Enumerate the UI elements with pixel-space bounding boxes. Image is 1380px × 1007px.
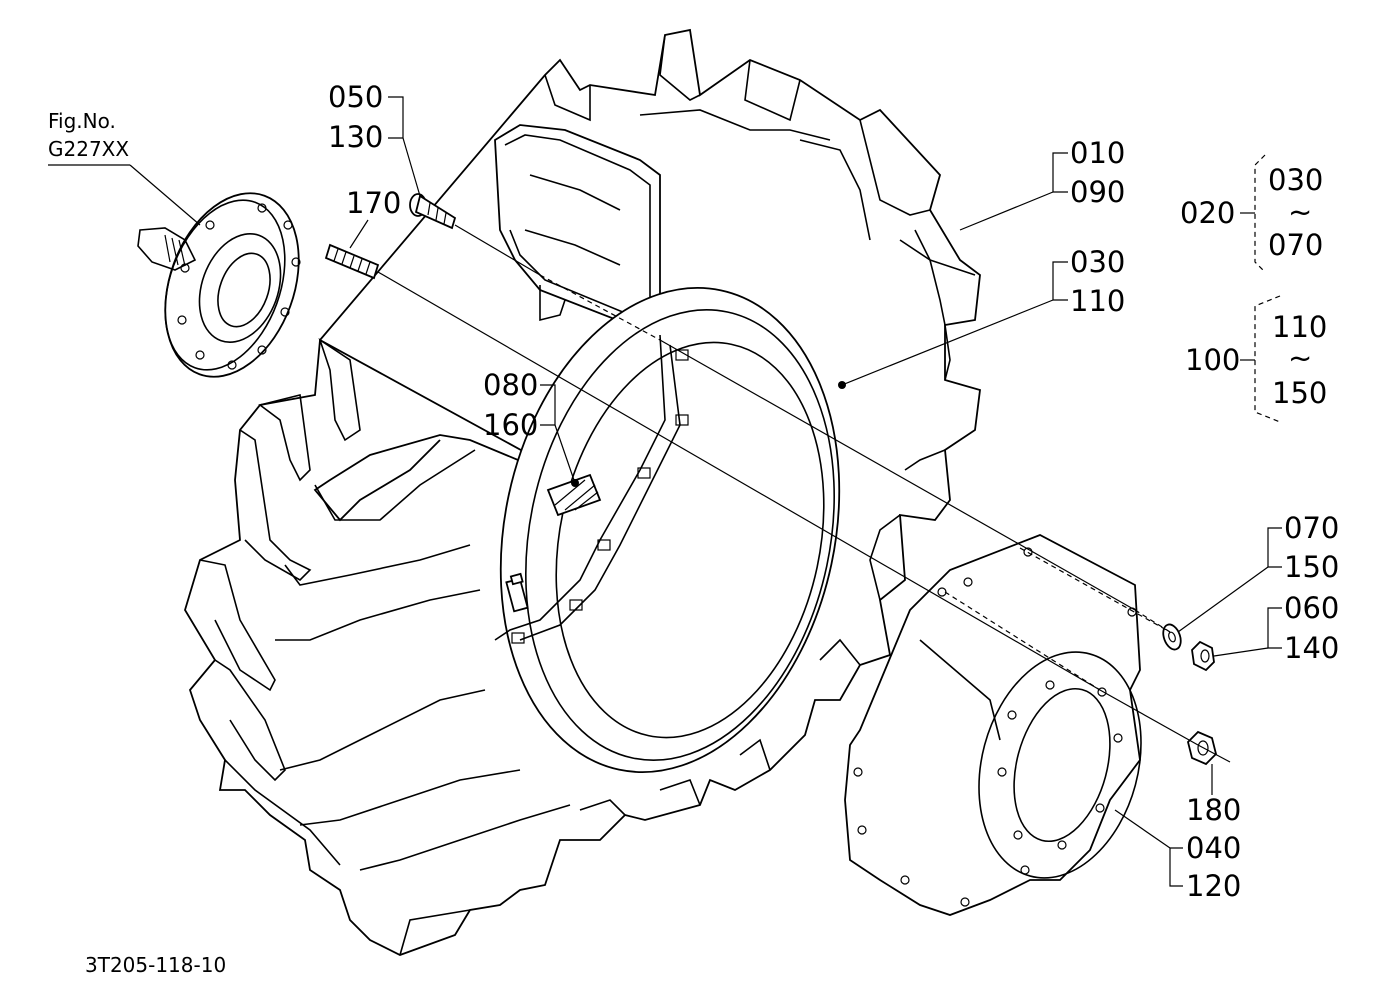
callout-170: 170 (346, 186, 401, 220)
fig-ref-line1: Fig.No. (48, 109, 116, 133)
callout-160: 160 (483, 408, 538, 442)
group-100-tilde: ~ (1288, 341, 1312, 375)
group-020-from: 030 (1268, 163, 1323, 197)
washer-070 (1162, 623, 1182, 651)
group-100-id: 100 (1185, 343, 1240, 377)
group-100-from: 110 (1272, 310, 1327, 344)
fig-ref-line2: G227XX (48, 137, 129, 161)
callout-030: 030 (1070, 245, 1125, 279)
callout-050: 050 (328, 80, 383, 114)
wheel-rim (494, 287, 846, 773)
callout-010: 010 (1070, 136, 1125, 170)
callout-130: 130 (328, 120, 383, 154)
callout-060: 060 (1284, 591, 1339, 625)
callout-180: 180 (1186, 793, 1241, 827)
callout-110: 110 (1070, 284, 1125, 318)
assembly-lines (377, 224, 1231, 763)
callout-080: 080 (483, 368, 538, 402)
callout-090: 090 (1070, 175, 1125, 209)
callout-070: 070 (1284, 511, 1339, 545)
callout-150: 150 (1284, 550, 1339, 584)
group-020-id: 020 (1180, 196, 1235, 230)
axle-flange (137, 192, 301, 378)
leader-lines (48, 96, 1282, 887)
nut-060 (1191, 640, 1215, 672)
bolt-050 (409, 193, 457, 230)
valve-stem-icon (505, 572, 529, 613)
tire-cross-section (494, 124, 661, 337)
callout-140: 140 (1284, 631, 1339, 665)
wheel-disc (844, 534, 1142, 916)
group-020-tilde: ~ (1288, 195, 1312, 229)
stud-170 (324, 243, 380, 280)
drawing-number: 3T205-118-10 (85, 953, 226, 977)
callout-120: 120 (1186, 869, 1241, 903)
group-020-to: 070 (1268, 228, 1323, 262)
callout-labels: Fig.No. G227XX 050 130 170 010 090 030 1… (48, 80, 1339, 977)
group-100-to: 150 (1272, 376, 1327, 410)
nut-180 (1187, 730, 1217, 766)
callout-040: 040 (1186, 831, 1241, 865)
